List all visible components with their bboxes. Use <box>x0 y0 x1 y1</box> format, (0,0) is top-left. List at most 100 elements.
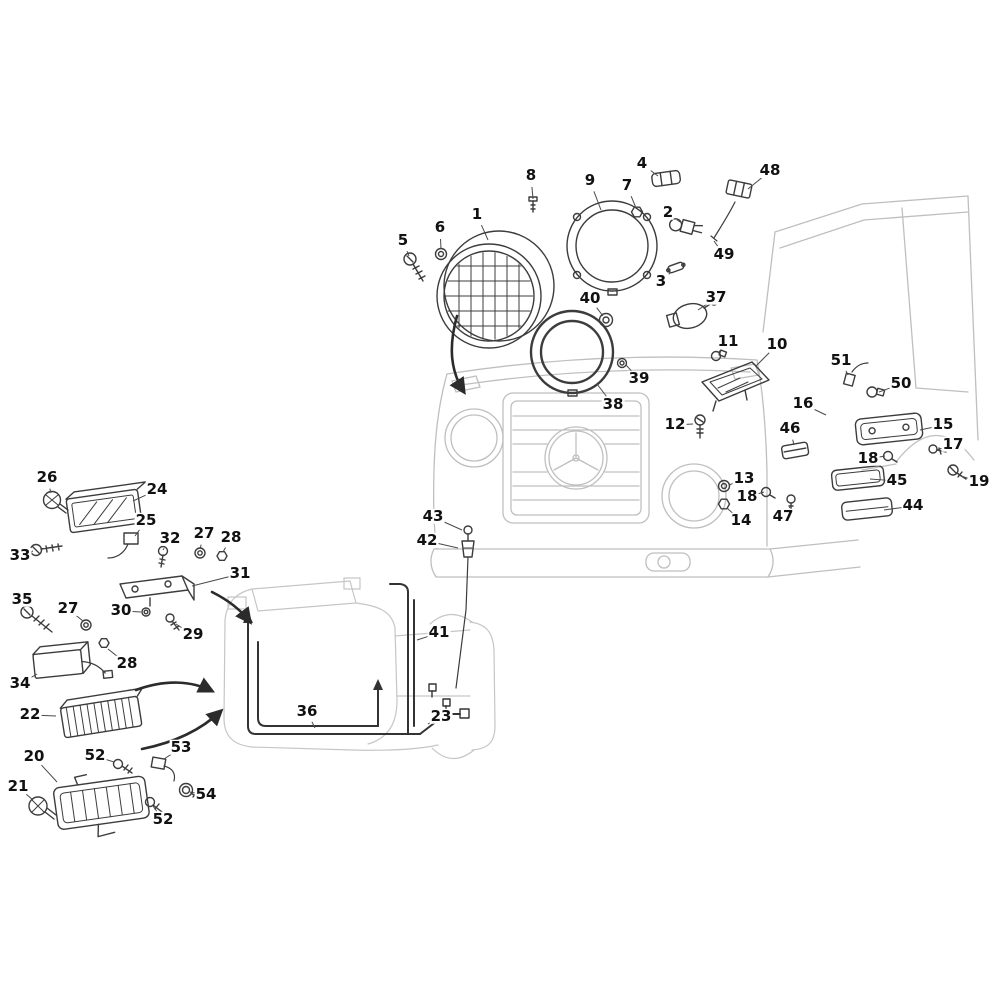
part-53-connector <box>150 756 167 770</box>
part-20-fog-lamp <box>53 773 150 838</box>
leader-line-39 <box>625 364 632 372</box>
leader-line-38 <box>596 383 607 397</box>
part-42-drop-wire <box>455 556 469 689</box>
part-13-washer <box>717 479 731 493</box>
leader-line-18 <box>878 455 886 458</box>
leader-line-8 <box>531 186 534 200</box>
leader-line-5 <box>406 251 410 257</box>
exploded-parts <box>20 169 967 838</box>
leader-line-1 <box>480 224 489 241</box>
part-5-screw <box>403 252 426 282</box>
part-25-connector <box>107 532 139 559</box>
part-48-connector <box>725 179 753 199</box>
leader-line-51 <box>845 370 849 376</box>
harness-branch-23 <box>419 713 461 735</box>
leader-line-32 <box>162 548 165 551</box>
leader-line-24 <box>132 494 148 502</box>
leader-line-53 <box>163 753 173 760</box>
harness-outer-loop-36 <box>247 619 421 735</box>
leader-line-37 <box>697 303 708 311</box>
part-15-side-marker-housing <box>854 412 924 446</box>
part-11-bulb <box>710 349 728 362</box>
part-26-bulb <box>42 490 69 514</box>
body-side <box>762 195 979 471</box>
leader-line-22 <box>40 714 57 717</box>
leader-line-7 <box>630 195 637 209</box>
part-52b-screw <box>144 796 163 813</box>
part-28b-nut <box>98 638 110 648</box>
right-blinker-base <box>730 363 760 380</box>
grille-inner <box>510 400 642 516</box>
front-edge <box>469 621 496 751</box>
harness-right-run-41 <box>407 591 415 735</box>
leader-line-42 <box>437 542 459 549</box>
leader-line-26 <box>49 488 52 494</box>
cowl-line <box>453 369 751 387</box>
vehicle-top-view <box>223 577 496 760</box>
leader-line-23 <box>427 721 432 725</box>
part-31-bracket <box>119 575 195 607</box>
leader-line-50 <box>878 387 891 393</box>
part-37-leveling-motor <box>665 298 718 330</box>
grille-slats <box>512 415 640 501</box>
vehicle-front-view <box>430 195 979 578</box>
part-1-headlight-lens <box>436 230 555 349</box>
leader-line-31 <box>191 576 230 587</box>
left-headlight-opening <box>444 408 504 468</box>
leader-line-3 <box>668 271 672 275</box>
arrow-regulator-to-harness <box>134 677 216 693</box>
part-27a-washer <box>194 547 206 559</box>
part-3-bulb <box>666 261 686 274</box>
brand-star-emblem <box>544 426 608 490</box>
cabin-right <box>355 602 398 745</box>
wheel-arch-a <box>429 613 473 625</box>
leader-line-27 <box>199 544 202 550</box>
leader-line-44 <box>883 507 903 511</box>
right-mirror <box>343 577 361 590</box>
leader-line-4 <box>650 170 659 177</box>
part-28a-nut <box>216 551 228 561</box>
part-22-regulator <box>59 687 143 739</box>
part-47-screw <box>786 494 796 513</box>
leader-line-40 <box>596 307 604 317</box>
part-39-grommet <box>616 357 628 369</box>
part-53-wire <box>163 765 176 782</box>
part-30-grommet <box>141 607 151 617</box>
part-43-connector-ball <box>463 525 473 542</box>
leader-line-36 <box>311 721 316 729</box>
part-38-retaining-ring <box>529 309 615 397</box>
leader-line-18 <box>757 491 765 495</box>
arrow-foglamp-to-harness <box>140 708 224 751</box>
harness-top-bend <box>389 583 409 593</box>
leader-line-11 <box>717 349 721 354</box>
connector-23 <box>459 708 470 719</box>
harness-mini-connectors <box>428 683 451 713</box>
part-34-relay <box>32 641 114 679</box>
leader-line-41 <box>416 635 429 641</box>
part-50-bulb-holder <box>866 386 886 398</box>
leader-line-19 <box>957 474 969 479</box>
wiring-harness <box>243 583 470 735</box>
part-33-screw <box>29 543 63 557</box>
part-14-nut <box>717 498 731 510</box>
harness-inner-loop <box>257 641 379 727</box>
leader-line-25 <box>134 529 140 537</box>
bumper <box>430 539 861 578</box>
leader-line-17 <box>935 447 943 451</box>
part-32-screw <box>157 545 169 568</box>
part-8-screw <box>528 196 538 213</box>
right-fender <box>756 359 768 547</box>
leader-line-2 <box>676 219 681 223</box>
part-45-reflector <box>830 465 886 491</box>
leader-line-52 <box>105 758 115 763</box>
direction-arrows <box>134 314 466 751</box>
wheel-arch-b <box>431 747 475 760</box>
part-42-connector-body <box>461 540 475 558</box>
right-headlight-opening <box>661 463 727 529</box>
part-12-screw <box>694 414 706 439</box>
part-52a-screw <box>112 758 133 774</box>
part-44-reflector <box>840 497 894 521</box>
part-24-headlamp-unit <box>65 481 147 534</box>
leader-line-20 <box>41 764 58 783</box>
